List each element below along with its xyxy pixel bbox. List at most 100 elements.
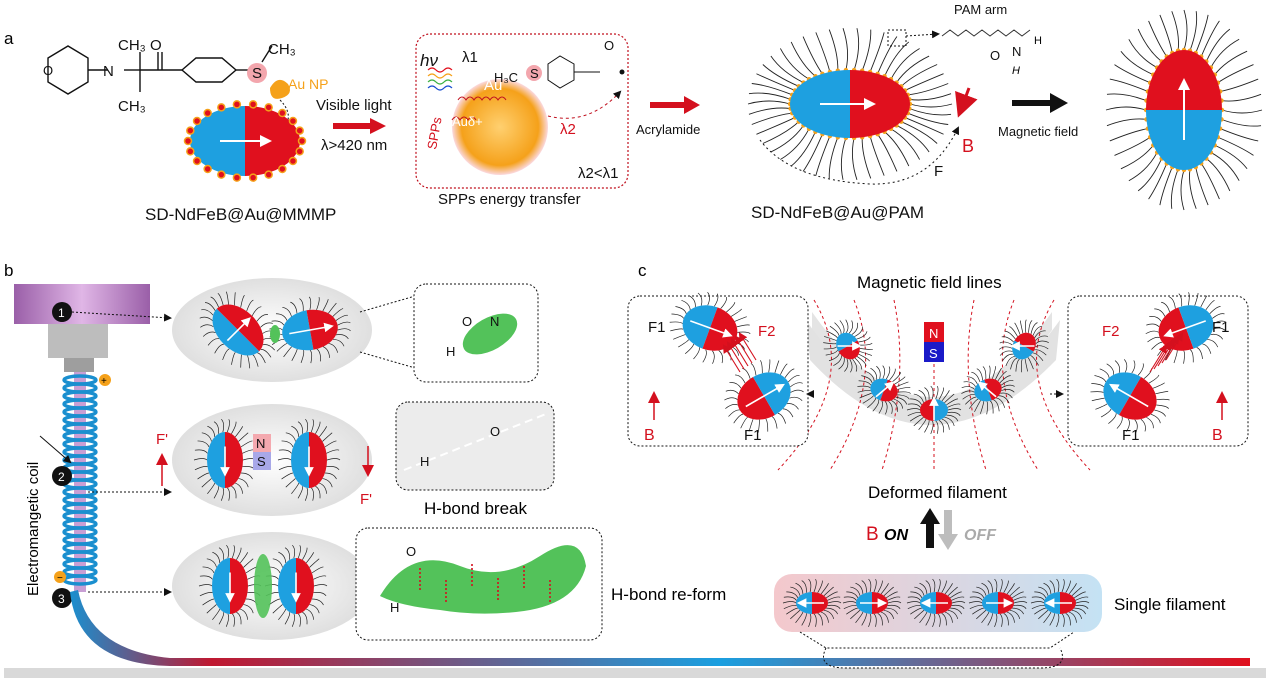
coil-minus: − [57, 573, 63, 584]
lambda-relation: λ2<λ1 [578, 165, 618, 182]
box2-o: O [490, 424, 500, 439]
polymer-arm [907, 83, 949, 96]
magnetic-particle [269, 296, 351, 364]
nanoparticle-rotated [1146, 50, 1222, 170]
polymer-arm [1171, 11, 1179, 51]
polymer-arm [762, 64, 799, 87]
polymer-arm [779, 48, 810, 80]
polymer-arm [815, 135, 831, 176]
spps-label: SPPs [424, 115, 445, 150]
box3-o: O [406, 544, 416, 559]
acrylamide-label: Acrylamide [636, 122, 700, 137]
polymer-arm [1205, 28, 1231, 62]
polymer-arm [770, 55, 804, 83]
polymer-arm [751, 112, 793, 125]
b-label-a: B [962, 136, 974, 156]
polymer-arm [877, 36, 898, 74]
lambda2-label: λ2 [560, 121, 576, 138]
state2-ellipse [172, 404, 372, 516]
polymer-arm [896, 55, 930, 83]
polymer-arm [1148, 20, 1168, 57]
field-lines [777, 299, 1091, 471]
field-lines-label: Magnetic field lines [857, 273, 1002, 292]
right-detail-particles [1090, 292, 1227, 433]
name-pam: SD-NdFeB@Au@PAM [751, 203, 924, 222]
polymer-arm [748, 107, 791, 115]
polymer-arm [853, 28, 860, 71]
polymer-arm [1219, 128, 1259, 142]
polymer-arm [1220, 78, 1259, 92]
polymer-arm [1137, 158, 1163, 192]
left-f1-bottom: F1 [744, 427, 762, 444]
polymer-arm [1109, 128, 1148, 142]
s-atom: S [252, 65, 262, 82]
polymer-arm [900, 64, 938, 87]
polymer-arm [840, 137, 847, 180]
polymer-arm [1128, 39, 1158, 68]
ch3-bottom: CH₃ [118, 98, 146, 115]
step3: 3 [58, 592, 65, 606]
pole-n-label: N [256, 436, 265, 451]
nozzle-neck [48, 324, 108, 358]
panel-label-b: b [4, 261, 13, 280]
gold-dot [295, 147, 304, 156]
state2-particles [193, 419, 341, 501]
polymer-arm [1189, 169, 1197, 209]
pam-n: N [1012, 44, 1021, 59]
gold-dot [297, 136, 307, 146]
polymer-arm [904, 73, 944, 91]
polymer-arm [1221, 118, 1262, 127]
right-b: B [1212, 427, 1223, 444]
polymer-arm [1106, 93, 1147, 102]
polymer-arm [1159, 166, 1173, 206]
ring-o: O [43, 63, 53, 78]
gold-dot [288, 156, 298, 166]
gold-dot [192, 116, 202, 126]
polymer-arm [890, 128, 921, 160]
polymer-arm [907, 112, 949, 125]
field-line [1001, 299, 1039, 471]
magnet-s-label: S [929, 346, 938, 361]
polymer-arm [842, 28, 849, 71]
polymer-arm [747, 100, 791, 105]
polymer-arm [1210, 152, 1240, 181]
polymer-arm [828, 29, 839, 71]
name-mmmp: SD-NdFeB@Au@MMMP [145, 205, 336, 224]
panel-label-c: c [638, 261, 647, 280]
magnetic-particle [1090, 359, 1170, 433]
gold-dot [232, 173, 242, 182]
hbond-reform-label: H-bond re-form [611, 585, 726, 604]
deformed-filament-particles [823, 319, 1049, 434]
box2-h: H [420, 454, 429, 469]
visible-light-label: Visible light [316, 97, 392, 114]
wavelength-label: λ>420 nm [321, 137, 387, 154]
nozzle-top [14, 284, 150, 324]
magnetic-particle [906, 385, 962, 434]
pam-o: O [990, 48, 1000, 63]
nozzle-tip [64, 358, 94, 372]
polymer-arm [1137, 28, 1162, 62]
polymer-arm [1210, 38, 1240, 68]
au-label: Au [484, 77, 502, 94]
left-f2: F2 [758, 323, 776, 340]
f-prime-right: F' [360, 491, 372, 508]
polymer-arm [1206, 158, 1231, 192]
state3-particles [198, 545, 328, 627]
b-on-label: B [866, 524, 879, 545]
deformed-label: Deformed filament [868, 483, 1007, 502]
panel-label-a: a [4, 29, 14, 48]
magnetic-particle [906, 578, 966, 627]
visible-light-arrow [333, 118, 386, 134]
pam-arm-label: PAM arm [954, 2, 1007, 17]
polymer-arm [1217, 136, 1254, 156]
off-label: OFF [964, 527, 997, 544]
polymer-arm [1221, 109, 1263, 114]
polymer-arm [1195, 166, 1209, 206]
polymer-arm [890, 48, 920, 80]
left-b: B [644, 427, 655, 444]
magnetic-particle [1030, 578, 1090, 627]
h3c-label: H₃C [494, 70, 518, 85]
polymer-arm [884, 41, 910, 77]
polymer-arm [790, 131, 816, 167]
polymer-arm [802, 36, 823, 75]
